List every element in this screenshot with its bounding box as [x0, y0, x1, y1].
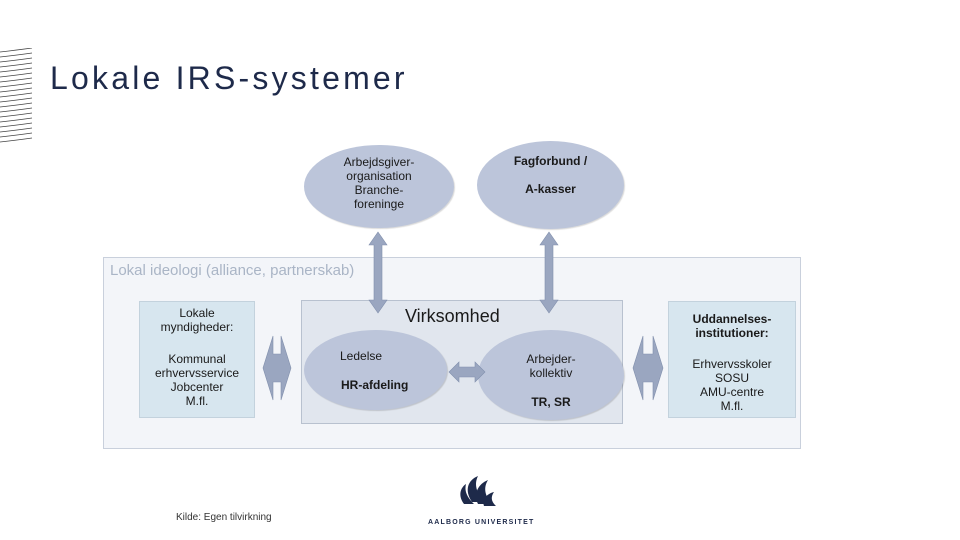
workers-line2: kollektiv	[529, 366, 573, 380]
employer-org-node	[304, 145, 454, 228]
local-authorities-heading-line2: myndigheder:	[160, 320, 234, 334]
ideology-label: Lokal ideologi (alliance, partnerskab)	[110, 262, 355, 279]
workers-line1: Arbejder-	[526, 352, 576, 366]
arrow-union-company	[539, 231, 559, 314]
union-line2: A-kasser	[525, 182, 576, 196]
local-authorities-box: Lokale myndigheder: Kommunal erhvervsser…	[139, 301, 255, 418]
education-heading-line1: Uddannelses-	[692, 312, 772, 326]
local-authorities-heading: Lokale myndigheder:	[140, 306, 254, 334]
employer-org-line4: foreninge	[353, 197, 405, 211]
employer-org-line1: Arbejdsgiver-	[343, 155, 415, 169]
education-list: Erhvervsskoler SOSU AMU-centre M.fl.	[669, 357, 795, 413]
employer-org-line2: organisation	[346, 169, 412, 183]
arrow-authorities-company	[262, 335, 292, 401]
source-note: Kilde: Egen tilvirkning	[176, 512, 272, 523]
education-line1: Erhvervsskoler	[692, 357, 772, 371]
education-line4: M.fl.	[720, 399, 744, 413]
employer-org-label: Arbejdsgiver- organisation Branche- fore…	[304, 155, 454, 211]
union-line1: Fagforbund /	[513, 154, 588, 168]
education-line2: SOSU	[714, 371, 749, 385]
local-authorities-line3: Jobcenter	[170, 380, 224, 394]
hr-label: HR-afdeling	[341, 378, 409, 392]
employer-org-line3: Branche-	[354, 183, 404, 197]
aalborg-university-logo	[460, 476, 496, 506]
company-title: Virksomhed	[405, 306, 500, 326]
workers-node	[478, 330, 624, 420]
union-node	[477, 141, 624, 229]
local-authorities-line2: erhvervsservice	[154, 366, 240, 380]
management-node	[304, 330, 447, 410]
management-label: Ledelse	[340, 349, 383, 363]
arrow-management-workers	[448, 361, 486, 383]
arrow-company-education	[632, 335, 664, 401]
workers-reps-label: TR, SR	[531, 395, 571, 409]
local-authorities-line4: M.fl.	[185, 394, 209, 408]
education-box: Uddannelses- institutioner: Erhvervsskol…	[668, 301, 796, 418]
logo-text: AALBORG UNIVERSITET	[428, 519, 535, 526]
local-authorities-heading-line1: Lokale	[179, 306, 215, 320]
local-authorities-list: Kommunal erhvervsservice Jobcenter M.fl.	[140, 352, 254, 408]
arrow-employer-company	[368, 231, 388, 314]
education-heading: Uddannelses- institutioner:	[669, 312, 795, 340]
decorative-stripes	[0, 48, 33, 143]
education-line3: AMU-centre	[699, 385, 764, 399]
workers-label: Arbejder- kollektiv	[478, 352, 624, 380]
education-heading-line2: institutioner:	[695, 326, 769, 340]
local-authorities-line1: Kommunal	[168, 352, 226, 366]
slide-title: Lokale IRS-systemer	[50, 60, 408, 96]
